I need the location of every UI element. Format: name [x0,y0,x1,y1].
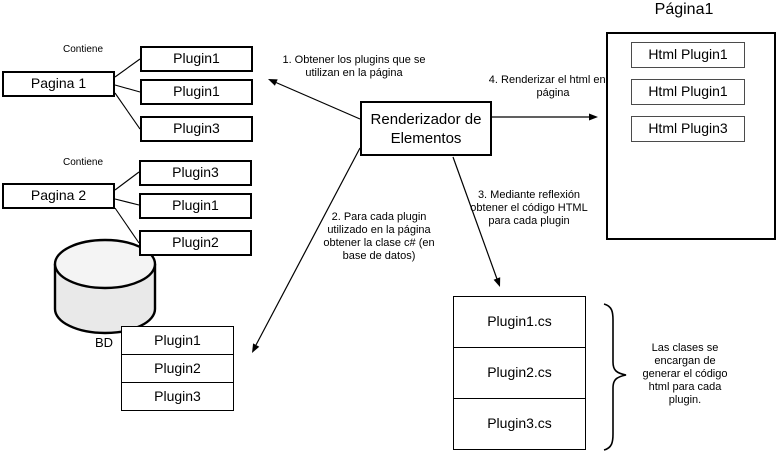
class-row-3: Plugin3.cs [453,398,586,450]
step2-label: 2. Para cada plugin utilizado en la pági… [323,211,435,262]
step4-label: 4. Renderizar el html en la página [488,74,618,99]
html-plugin-box-3: Html Plugin3 [631,116,745,142]
arrow-step4 [492,113,598,121]
renderer-box: Renderizador de Elementos [360,101,492,156]
pagina1-box: Pagina 1 [2,71,115,97]
connector-line [114,207,140,244]
page1-plugin-box-3: Plugin3 [140,116,253,142]
database-label: BD [94,335,114,350]
connector-line [114,198,140,206]
contiene-label-1: Contiene [62,44,104,55]
class-row-2: Plugin2.cs [453,347,586,399]
contiene-label-2: Contiene [62,157,104,168]
arrow-step2 [252,147,361,353]
db-plugin-row-2: Plugin2 [121,354,234,383]
step1-label: 1. Obtener los plugins que se utilizan e… [282,54,426,79]
class-row-1: Plugin1.cs [453,296,586,348]
rendered-page-title: Página1 [654,1,714,18]
database-icon [53,238,157,335]
page2-plugin-box-1: Plugin3 [139,160,252,186]
connector-line [114,58,141,78]
db-plugin-row-1: Plugin1 [121,326,234,355]
db-plugin-row-3: Plugin3 [121,382,234,411]
html-plugin-box-1: Html Plugin1 [631,42,745,68]
classes-note: Las clases se encargan de generar el cód… [642,342,728,406]
page1-connectors [114,58,141,130]
connector-line [114,92,141,130]
page2-plugin-box-2: Plugin1 [139,193,252,219]
page1-plugin-box-1: Plugin1 [140,46,253,72]
brace-icon [603,303,627,451]
page2-plugin-box-3: Plugin2 [139,230,252,256]
connector-line [114,84,141,93]
page2-connectors [114,171,140,244]
pagina2-box: Pagina 2 [2,183,115,209]
arrow-step3 [452,156,501,287]
page1-plugin-box-2: Plugin1 [140,79,253,105]
html-plugin-box-2: Html Plugin1 [631,79,745,105]
step3-label: 3. Mediante reflexión obtener el código … [470,189,588,227]
connector-line [114,171,140,191]
arrow-step1 [268,79,361,120]
